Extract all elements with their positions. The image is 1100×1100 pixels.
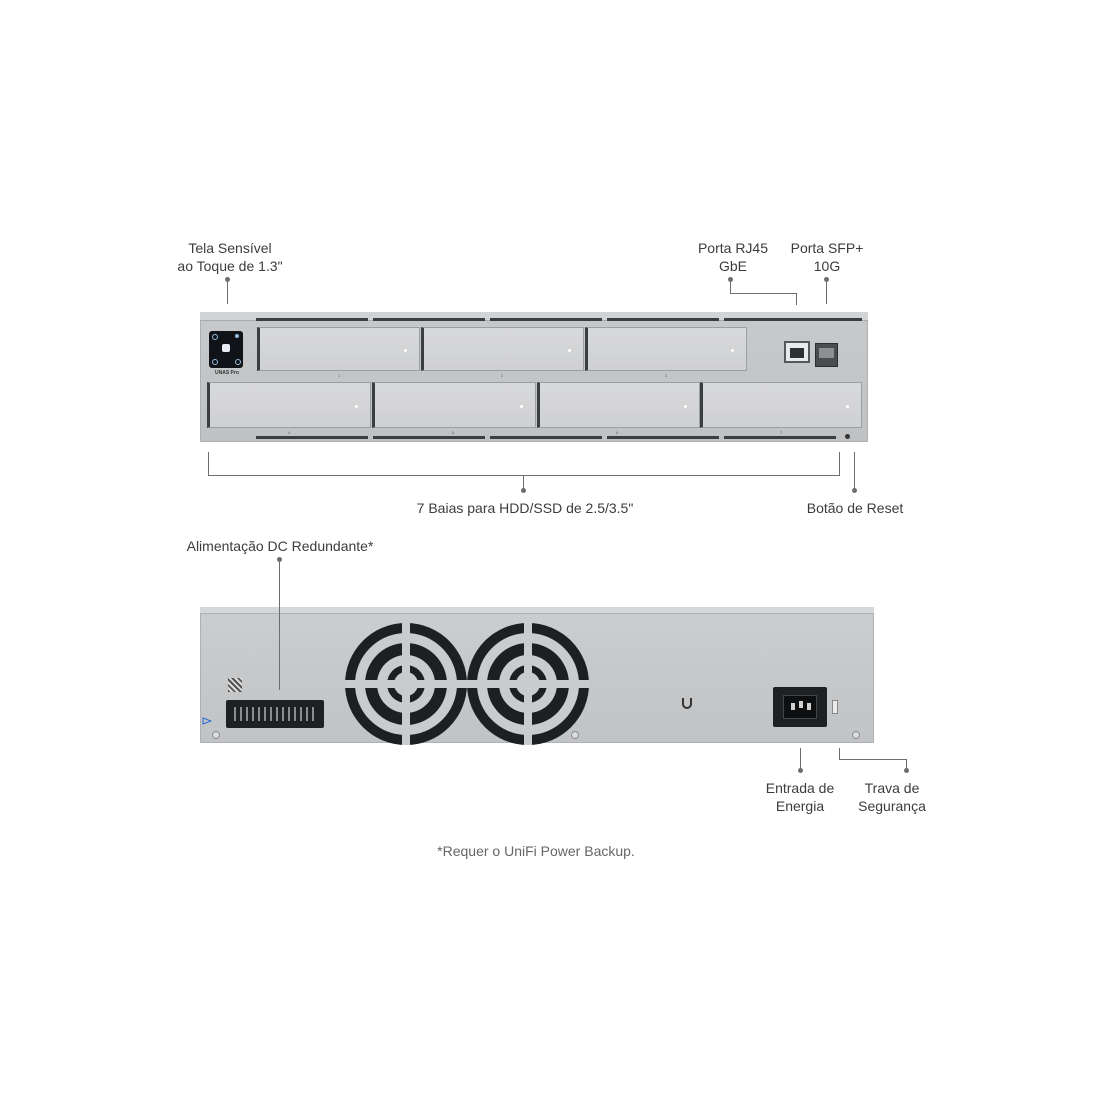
dc-power-label: Alimentação DC Redundante* (186, 538, 374, 554)
rail-mark (724, 436, 836, 439)
bracket-line (208, 475, 840, 476)
power-inlet-icon[interactable] (773, 687, 827, 727)
rail-mark (373, 318, 485, 321)
bay-number: 1 (338, 373, 341, 378)
leader-line (279, 560, 280, 690)
rail-mark (256, 318, 368, 321)
ubiquiti-logo-icon (682, 697, 692, 712)
reset-button-icon[interactable] (845, 434, 850, 439)
leader-line (730, 280, 731, 293)
leader-dot (225, 277, 230, 282)
footnote: *Requer o UniFi Power Backup. (437, 843, 635, 859)
screw-icon (852, 731, 860, 739)
power-label-line2: Energia (775, 798, 825, 814)
rail-mark (724, 318, 862, 321)
leader-line (800, 748, 801, 770)
leader-line (730, 293, 797, 294)
sfp-label-line1: Porta SFP+ (790, 240, 864, 256)
drive-bay-5[interactable] (372, 382, 536, 428)
leader-dot (728, 277, 733, 282)
rail-mark (373, 436, 485, 439)
leader-line (854, 452, 855, 490)
power-label-line1: Entrada de (765, 780, 835, 796)
rail-mark (607, 436, 719, 439)
leader-dot (521, 488, 526, 493)
drive-bay-2[interactable] (421, 327, 584, 371)
bay-number: 4 (288, 430, 291, 435)
rail-mark (490, 318, 602, 321)
bracket-line (839, 452, 840, 476)
leader-dot (824, 277, 829, 282)
drive-bay-1[interactable] (257, 327, 420, 371)
rail-mark (256, 436, 368, 439)
leader-dot (904, 768, 909, 773)
rj45-label-line2: GbE (718, 258, 747, 274)
leader-line (839, 759, 907, 760)
rail-mark (490, 436, 602, 439)
bracket-line (208, 452, 209, 476)
qr-code-icon (228, 678, 242, 692)
fan-icon (467, 623, 589, 745)
drive-bay-3[interactable] (585, 327, 747, 371)
touchscreen-label-line2: ao Toque de 1.3" (177, 258, 283, 274)
screw-icon (212, 731, 220, 739)
screen-icon (222, 344, 230, 352)
leader-line (906, 759, 907, 771)
bay-number: 5 (452, 430, 455, 435)
drive-bay-4[interactable] (207, 382, 371, 428)
drive-bay-7[interactable] (700, 382, 862, 428)
screw-icon (571, 731, 579, 739)
bay-number: 2 (501, 373, 504, 378)
rear-top-rail (200, 607, 874, 614)
lock-label-line2: Segurança (858, 798, 926, 814)
model-name: UNAS Pro (215, 370, 239, 376)
leader-line (839, 748, 840, 760)
screen-icon (212, 359, 218, 365)
bay-number: 6 (616, 430, 619, 435)
lock-label-line1: Trava de (864, 780, 920, 796)
leader-dot (852, 488, 857, 493)
leader-line (796, 293, 797, 305)
sfp-port-icon[interactable] (815, 343, 838, 367)
dc-port-icon[interactable] (226, 700, 324, 728)
leader-dot (798, 768, 803, 773)
rj45-label-line1: Porta RJ45 (697, 240, 769, 256)
lock-slot-icon[interactable] (832, 700, 838, 714)
bay-number: 7 (780, 430, 783, 435)
bays-label: 7 Baias para HDD/SSD de 2.5/3.5" (416, 500, 634, 516)
fan-icon (345, 623, 467, 745)
rail-mark (607, 318, 719, 321)
touchscreen-label-line1: Tela Sensível (188, 240, 272, 256)
screen-icon (235, 334, 239, 338)
network-indicator-icon (202, 712, 213, 725)
reset-label: Botão de Reset (806, 500, 904, 516)
screen-icon (235, 359, 241, 365)
rj45-port-icon[interactable] (784, 341, 810, 363)
bay-number: 3 (665, 373, 668, 378)
touchscreen-icon[interactable] (209, 331, 243, 368)
leader-line (227, 280, 228, 304)
drive-bay-6[interactable] (537, 382, 700, 428)
leader-dot (277, 557, 282, 562)
screen-icon (212, 334, 218, 340)
sfp-label-line2: 10G (813, 258, 841, 274)
leader-line (523, 476, 524, 490)
leader-line (826, 280, 827, 304)
